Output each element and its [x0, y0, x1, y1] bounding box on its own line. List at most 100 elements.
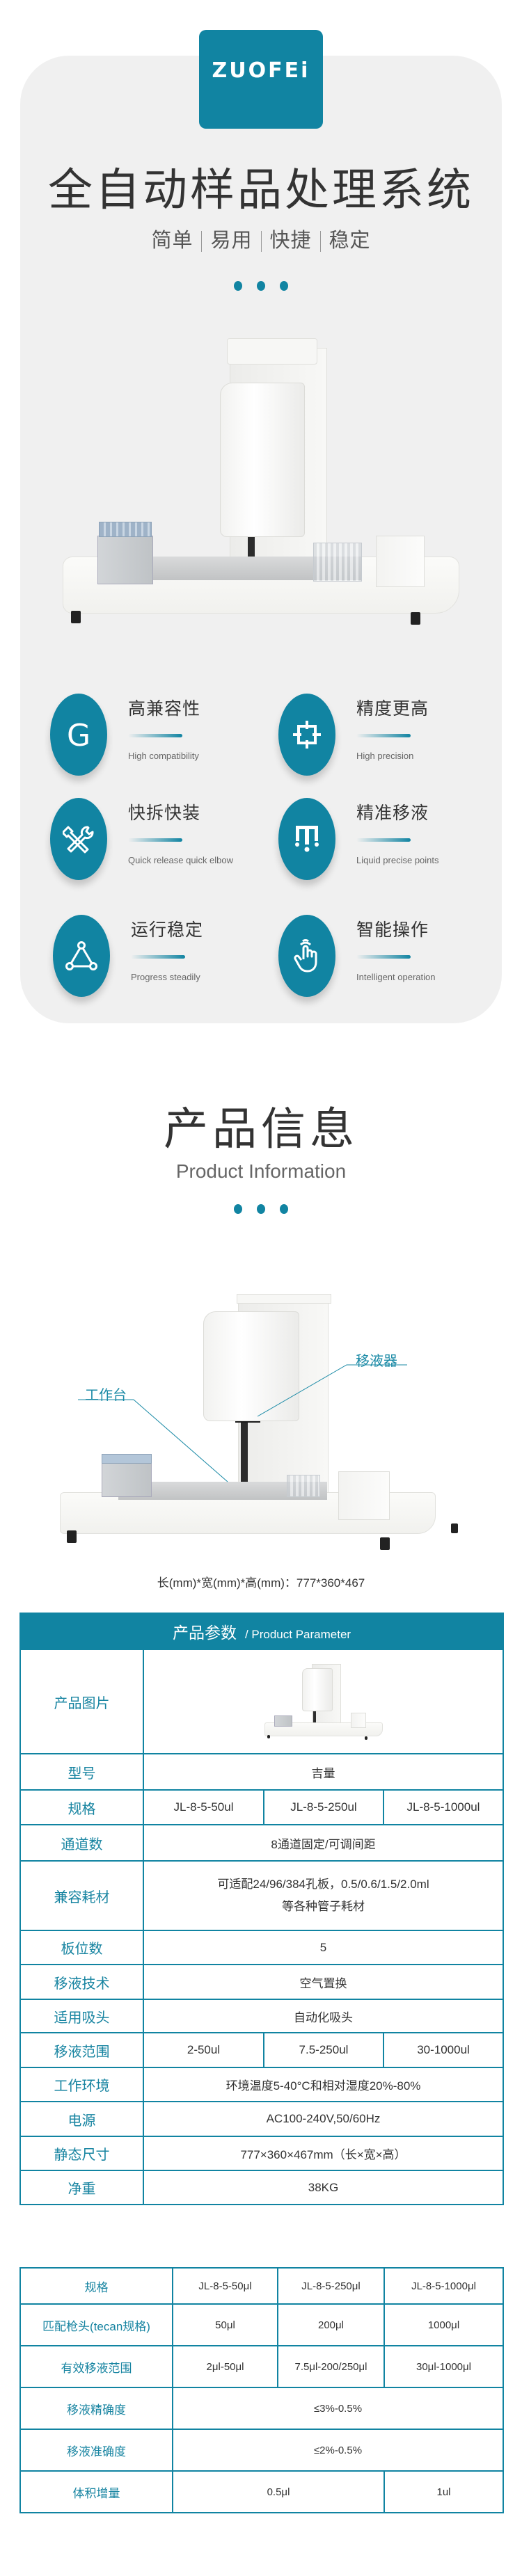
table-row: 移液范围 2-50ul 7.5-250ul 30-1000ul: [19, 2032, 504, 2068]
callout-pipettor: 移液器: [356, 1354, 397, 1369]
pipette-spec-table: 规格 JL-8-5-50μl JL-8-5-250μl JL-8-5-1000μ…: [19, 2267, 504, 2513]
table-row: 兼容耗材 可适配24/96/384孔板，0.5/0.6/1.5/2.0ml 等各…: [19, 1860, 504, 1931]
feature-subtitle: Intelligent operation: [356, 972, 436, 982]
feature-intelligent-operation: 智能操作 Intelligent operation: [278, 915, 501, 998]
table-row: 净重 38KG: [19, 2170, 504, 2205]
product-thumbnail: [264, 1658, 383, 1742]
table-header-en: / Product Parameter: [244, 1628, 351, 1641]
row-label: 净重: [19, 2170, 144, 2205]
page-title: 全自动样品处理系统: [48, 165, 474, 215]
table-row: 规格 JL-8-5-50ul JL-8-5-250ul JL-8-5-1000u…: [19, 1789, 504, 1825]
table-row: 移液精确度 ≤3%-0.5%: [19, 2387, 504, 2430]
feature-title: 快拆快装: [128, 803, 201, 823]
row-value: JL-8-5-250μl: [277, 2267, 385, 2305]
row-value: 777×360×467mm（长×宽×高）: [143, 2136, 504, 2171]
table-row: 产品图片: [19, 1649, 504, 1754]
table-row: 移液准确度 ≤2%-0.5%: [19, 2429, 504, 2472]
table-row: 有效移液范围 2μl-50μl 7.5μl-200/250μl 30μl-100…: [19, 2345, 504, 2388]
crosshair-frame-icon: [293, 721, 321, 749]
row-value: AC100-240V,50/60Hz: [143, 2101, 504, 2137]
row-label: 电源: [19, 2101, 144, 2137]
feature-title: 高兼容性: [128, 699, 201, 719]
table-row: 电源 AC100-240V,50/60Hz: [19, 2101, 504, 2137]
product-parameter-table: 产品参数/ Product Parameter 产品图片 型号 吉量 规格 JL…: [19, 1613, 504, 2205]
feature-subtitle: Progress steadily: [131, 972, 200, 982]
row-label: 体积增量: [19, 2470, 173, 2513]
row-value: 8通道固定/可调间距: [143, 1824, 504, 1862]
feature-underline: [128, 838, 182, 842]
table-row: 体积增量 0.5μl 1ul: [19, 2470, 504, 2513]
tag-simple: 简单: [151, 230, 193, 252]
row-label: 适用吸头: [19, 1999, 144, 2033]
tag-fast: 快捷: [269, 230, 312, 252]
decorative-dots: [0, 281, 522, 291]
row-value: 5: [143, 1930, 504, 1965]
row-value: 7.5-250ul: [263, 2032, 384, 2068]
feature-subtitle: High precision: [356, 751, 414, 761]
row-value: JL-8-5-1000ul: [383, 1789, 504, 1825]
row-label: 移液精确度: [19, 2387, 173, 2430]
row-value: 30μl-1000μl: [383, 2345, 504, 2388]
section-title: 产品信息: [164, 1104, 358, 1154]
table-row: 工作环境 环境温度5-40°C和相对湿度20%-80%: [19, 2067, 504, 2102]
row-label: 匹配枪头(tecan规格): [19, 2303, 173, 2346]
feature-liquid-precise: 精准移液 Liquid precise points: [278, 798, 501, 881]
row-value: 环境温度5-40°C和相对湿度20%-80%: [143, 2067, 504, 2102]
table-row: 板位数 5: [19, 1930, 504, 1965]
table-header: 产品参数/ Product Parameter: [19, 1613, 504, 1650]
tag-stable: 稳定: [329, 230, 371, 252]
row-value: 0.5μl: [172, 2470, 385, 2513]
feature-underline: [356, 955, 411, 959]
feature-underline: [356, 734, 411, 737]
row-label: 兼容耗材: [19, 1860, 144, 1931]
row-label: 产品图片: [19, 1649, 144, 1754]
row-value: ≤2%-0.5%: [172, 2429, 504, 2472]
feature-title: 运行稳定: [131, 920, 204, 940]
row-value: 1000μl: [383, 2303, 504, 2346]
callout-lines: [78, 1364, 407, 1482]
dimensions-text: 长(mm)*宽(mm)*高(mm)：777*360*467: [157, 1576, 365, 1590]
product-thumbnail-cell: [143, 1649, 504, 1754]
row-value: 7.5μl-200/250μl: [277, 2345, 385, 2388]
row-value: JL-8-5-50ul: [143, 1789, 264, 1825]
hero-tagline: 简单易用快捷稳定: [0, 224, 522, 253]
feature-title: 精度更高: [356, 699, 429, 719]
wrench-screwdriver-icon: [63, 826, 94, 854]
row-label: 移液准确度: [19, 2429, 173, 2472]
row-value: 38KG: [143, 2170, 504, 2205]
brand-logo: ZUOFEi: [199, 30, 323, 129]
row-value-line: 可适配24/96/384孔板，0.5/0.6/1.5/2.0ml: [217, 1878, 429, 1891]
row-value: 2-50ul: [143, 2032, 264, 2068]
hand-tap-icon: [294, 939, 317, 973]
row-label: 规格: [19, 2267, 173, 2305]
row-value: ≤3%-0.5%: [172, 2387, 504, 2430]
row-label: 移液技术: [19, 1964, 144, 2000]
row-value: 吉量: [143, 1753, 504, 1791]
table-row: 通道数 8通道固定/可调间距: [19, 1824, 504, 1862]
row-label: 静态尺寸: [19, 2136, 144, 2171]
table-row: 静态尺寸 777×360×467mm（长×宽×高）: [19, 2136, 504, 2171]
feature-title: 智能操作: [356, 920, 429, 940]
feature-title: 精准移液: [356, 803, 429, 823]
row-value: JL-8-5-50μl: [172, 2267, 278, 2305]
table-row: 规格 JL-8-5-50μl JL-8-5-250μl JL-8-5-1000μ…: [19, 2267, 504, 2305]
row-label: 规格: [19, 1789, 144, 1825]
row-value: 可适配24/96/384孔板，0.5/0.6/1.5/2.0ml 等各种管子耗材: [143, 1860, 504, 1931]
tag-divider: [260, 231, 262, 253]
decorative-dots: [0, 1204, 522, 1214]
row-value-line: 等各种管子耗材: [282, 1900, 365, 1913]
row-value: 50μl: [172, 2303, 278, 2346]
row-value: 200μl: [277, 2303, 385, 2346]
row-label: 移液范围: [19, 2032, 144, 2068]
row-value: 空气置换: [143, 1964, 504, 2000]
row-value: 自动化吸头: [143, 1999, 504, 2033]
row-value: JL-8-5-1000μl: [383, 2267, 504, 2305]
feature-subtitle: Quick release quick elbow: [128, 855, 234, 865]
row-label: 板位数: [19, 1930, 144, 1965]
row-label: 通道数: [19, 1824, 144, 1862]
row-value: 30-1000ul: [383, 2032, 504, 2068]
feature-subtitle: Liquid precise points: [356, 855, 439, 865]
feature-stable-operation: 运行稳定 Progress steadily: [53, 915, 276, 998]
table-row: 适用吸头 自动化吸头: [19, 1999, 504, 2033]
feature-quick-release: 快拆快装 Quick release quick elbow: [50, 798, 273, 881]
